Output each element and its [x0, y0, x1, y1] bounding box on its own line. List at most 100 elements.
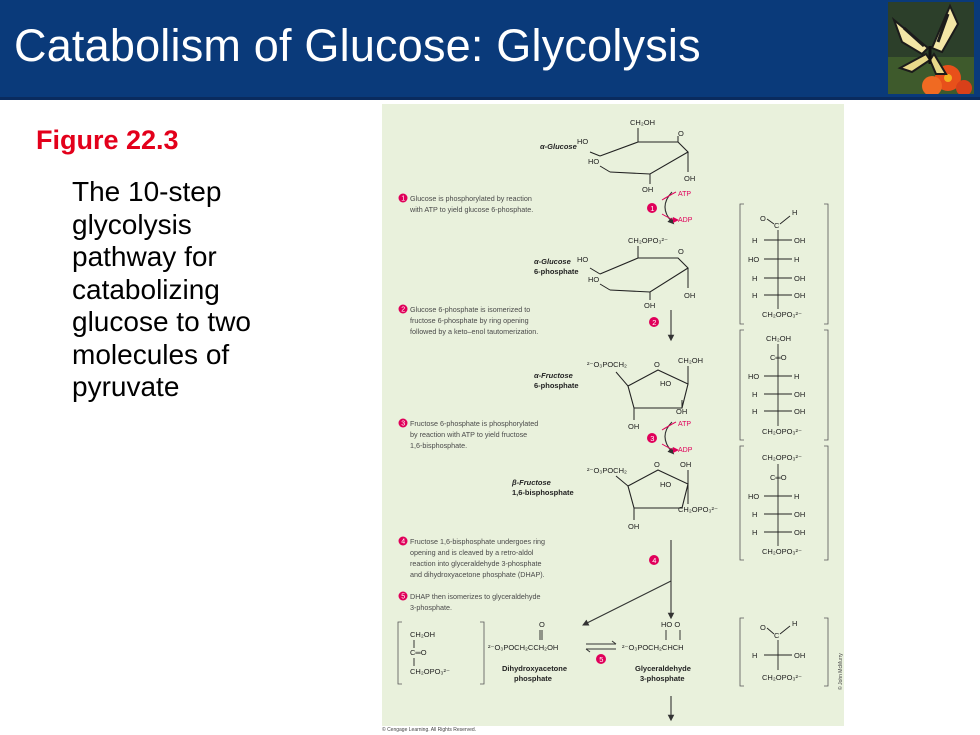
fischer-left: H [752, 407, 757, 416]
ho-label: HO [660, 379, 671, 388]
oh-label: OH [676, 407, 687, 416]
glyceraldehyde-3-phosphate-structure: HO O ²⁻O₃POCH₂CHCH Glyceraldehyde 3-phos… [622, 620, 691, 683]
ho-label: HO [660, 480, 671, 489]
fischer-right: H [794, 255, 799, 264]
slide-title: Catabolism of Glucose: Glycolysis [14, 20, 701, 71]
step-2: 2 Glucose 6-phosphate is isomerized to f… [398, 304, 675, 342]
ho-label: HO [588, 275, 599, 284]
fischer-top: CH₂OH [766, 334, 791, 343]
oh-label: OH [684, 174, 695, 183]
fischer-o-label: O [760, 623, 766, 632]
step-badge: 2 [401, 307, 405, 314]
compound-name: Dihydroxyacetone [502, 664, 567, 673]
fischer-top: CH₂OPO₃²⁻ [762, 453, 802, 462]
step-badge: 1 [401, 196, 405, 203]
fischer-bottom: CH₂OPO₃²⁻ [762, 673, 802, 682]
fischer-left: H [752, 236, 757, 245]
compound-name: α-Fructose [534, 371, 573, 380]
fischer-left: H [752, 510, 757, 519]
ho-label: HO [577, 255, 588, 264]
dhap-structure: O ²⁻O₃POCH₂CCH₂OH Dihydroxyacetone phosp… [488, 620, 567, 683]
glycolysis-diagram: α-Glucose CH₂OH HO HO O OH OH 1 Glucose … [397, 118, 829, 722]
step-text: Fructose 1,6-bisphosphate undergoes ring [410, 537, 545, 546]
fischer-bottom: CH₂OPO₃²⁻ [762, 310, 802, 319]
fischer-right: OH [794, 390, 805, 399]
alpha-glucose-6-phosphate-structure: α-Glucose 6-phosphate CH₂OPO₃²⁻ HO HO O … [534, 236, 695, 310]
caption-line: glucose to two [72, 306, 251, 337]
fischer-right: OH [794, 274, 805, 283]
fischer-left: H [752, 390, 757, 399]
fischer-right: OH [794, 528, 805, 537]
oh-label: OH [628, 522, 639, 531]
fischer-glucose-6-phosphate: O C H H OH HO H H OH H OH CH₂OPO₃²⁻ [739, 203, 829, 325]
fischer-bottom: CH₂OPO₃²⁻ [762, 427, 802, 436]
step-text: DHAP then isomerizes to glyceraldehyde [410, 592, 541, 601]
oh-label: OH [680, 460, 691, 469]
step-text: followed by a keto–enol tautomerization. [410, 327, 538, 336]
compound-name: 3-phosphate [640, 674, 685, 683]
bracket-row: CH₂OH [410, 630, 435, 639]
step-badge: 4 [652, 556, 656, 565]
phosphate-group-label: ²⁻O₃POCH₂ [587, 360, 627, 369]
glycolysis-figure: α-Glucose CH₂OH HO HO O OH OH 1 Glucose … [382, 104, 844, 726]
fischer-fructose-16-bisphosphate: CH₂OPO₃²⁻ C═O HO H H OH H OH CH₂OPO₃²⁻ [739, 445, 829, 561]
butterfly-on-flower-icon [888, 2, 974, 94]
slide-header: Catabolism of Glucose: Glycolysis [0, 0, 980, 97]
g3p-formula: ²⁻O₃POCH₂CHCH [622, 643, 684, 652]
ho-label: HO [577, 137, 588, 146]
step-badge: 3 [401, 421, 405, 428]
fischer-c-label: C [774, 631, 780, 640]
fischer-right: H [794, 492, 799, 501]
carbonyl-o-label: O [539, 620, 545, 629]
fischer-right: OH [794, 236, 805, 245]
step-badge: 5 [401, 594, 405, 601]
step-5: 5 DHAP then isomerizes to glyceraldehyde… [398, 591, 541, 612]
compound-name: phosphate [514, 674, 552, 683]
compound-name: 6-phosphate [534, 267, 579, 276]
compound-name: Glyceraldehyde [635, 664, 691, 673]
adp-label: ADP [678, 447, 693, 454]
ch2opo3-label: CH₂OPO₃²⁻ [678, 505, 718, 514]
fischer-glyceraldehyde-3-phosphate: O C H H OH CH₂OPO₃²⁻ [739, 617, 829, 687]
atp-label: ATP [678, 421, 691, 428]
compound-name: 1,6-bisphosphate [512, 488, 574, 497]
step-1: 1 Glucose is phosphorylated by reaction … [398, 191, 693, 225]
fischer-left: H [752, 651, 757, 660]
fischer-left: H [752, 528, 757, 537]
fischer-o-label: O [760, 214, 766, 223]
caption-line: molecules of [72, 338, 230, 370]
dhap-formula: ²⁻O₃POCH₂CCH₂OH [488, 643, 558, 652]
caption-line: glycolysis [72, 208, 192, 240]
alpha-glucose-structure: α-Glucose CH₂OH HO HO O OH OH [540, 118, 695, 194]
step-3: 3 Fructose 6-phosphate is phosphorylated… [398, 418, 693, 455]
fischer-c-label: C [774, 221, 780, 230]
caption-line: catabolizing [72, 273, 220, 305]
fischer-left: HO [748, 492, 759, 501]
caption-line: The 10-step [72, 176, 222, 207]
atp-label: ATP [678, 191, 691, 198]
step-text: fructose 6-phosphate by ring opening [410, 316, 529, 325]
step-badge: 5 [599, 655, 603, 664]
equilibrium-arrows: 5 [585, 640, 617, 664]
fischer-h-label: H [792, 619, 797, 628]
ho-label: HO [588, 157, 599, 166]
step-badge: 3 [650, 434, 654, 443]
compound-name: α-Glucose [540, 142, 577, 151]
caption-line: pathway for [72, 241, 217, 272]
fischer-h-label: H [792, 208, 797, 217]
oh-label: OH [628, 422, 639, 431]
ch2oh-label: CH₂OH [630, 118, 655, 127]
figure-label: Figure 22.3 [36, 125, 179, 155]
fischer-right: OH [794, 651, 805, 660]
oh-label: OH [644, 301, 655, 310]
step-text: with ATP to yield glucose 6-phosphate. [409, 205, 533, 214]
fischer-bottom: CH₂OPO₃²⁻ [762, 547, 802, 556]
copyright-credit: © Cengage Learning. All Rights Reserved. [382, 727, 477, 733]
fischer-left: H [752, 274, 757, 283]
step-text: 1,6-bisphosphate. [410, 441, 467, 450]
oh-label: OH [642, 185, 653, 194]
caption-line: pyruvate [72, 371, 180, 402]
step-badge: 2 [652, 318, 656, 327]
compound-name: α-Glucose [534, 257, 571, 266]
step-text: opening and is cleaved by a retro-aldol [410, 548, 534, 557]
